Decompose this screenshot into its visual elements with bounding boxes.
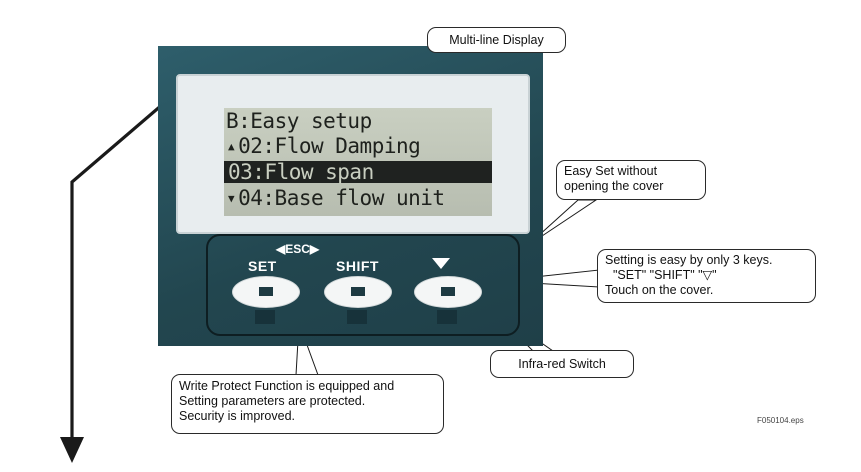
callout-easy-set-line-1: Easy Set without (564, 164, 658, 178)
shift-key-base (347, 310, 367, 324)
callout-write-protect-line-3: Security is improved. (179, 409, 296, 423)
callout-multi-line-display: Multi-line Display (427, 27, 566, 53)
callout-three-keys-line-2: "SET" "SHIFT" "▽" (613, 268, 717, 282)
display-bezel: B:Easy setup ▲02:Flow Damping 03:Flow sp… (176, 74, 530, 234)
callout-write-protect-line-1: Write Protect Function is equipped and (179, 379, 395, 393)
pointer-easy-set-tail (526, 199, 598, 247)
lcd-line-3-highlighted: 03:Flow span (224, 161, 492, 183)
down-arrow-icon (432, 258, 450, 269)
set-key-base (255, 310, 275, 324)
esc-label: ◀ESC▶ (276, 242, 320, 256)
big-arrow-head (60, 437, 84, 463)
instrument-panel: B:Easy setup ▲02:Flow Damping 03:Flow sp… (158, 46, 543, 346)
infra-red-sensor-icon (259, 287, 273, 296)
down-key[interactable] (414, 276, 482, 308)
set-key[interactable] (232, 276, 300, 308)
lcd-line-4: ▼04:Base flow unit (228, 187, 445, 209)
lcd-line-2: ▲02:Flow Damping (228, 134, 421, 158)
file-label: F050104.eps (757, 416, 804, 425)
callout-three-keys-line-1: Setting is easy by only 3 keys. (605, 253, 773, 267)
scroll-down-icon: ▼ (228, 192, 235, 205)
callout-easy-set-line-2: opening the cover (564, 179, 664, 193)
callout-three-keys: Setting is easy by only 3 keys. "SET" "S… (597, 249, 816, 303)
lcd-line-1: B:Easy setup (226, 110, 372, 132)
callout-write-protect-line-2: Setting parameters are protected. (179, 394, 366, 408)
shift-key[interactable] (324, 276, 392, 308)
lcd-line-3-text: 03:Flow span (228, 160, 374, 184)
callout-easy-set: Easy Set without opening the cover (556, 160, 706, 200)
shift-key-label: SHIFT (336, 258, 379, 274)
scroll-up-icon: ▲ (228, 140, 235, 153)
callout-infra-red-switch: Infra-red Switch (490, 350, 634, 378)
lcd-line-2-text: 02:Flow Damping (238, 134, 421, 158)
lcd-display: B:Easy setup ▲02:Flow Damping 03:Flow sp… (224, 108, 492, 216)
set-key-label: SET (248, 258, 277, 274)
callout-three-keys-line-3: Touch on the cover. (605, 283, 714, 297)
keypad-area: ◀ESC▶ SET SHIFT (206, 234, 520, 336)
callout-infra-red-switch-text: Infra-red Switch (518, 357, 606, 371)
infra-red-sensor-icon (441, 287, 455, 296)
callout-write-protect: Write Protect Function is equipped and S… (171, 374, 444, 434)
down-key-base (437, 310, 457, 324)
lcd-line-1-text: B:Easy setup (226, 109, 372, 133)
lcd-line-4-text: 04:Base flow unit (238, 186, 445, 210)
big-arrow-line (70, 102, 165, 440)
callout-multi-line-display-text: Multi-line Display (449, 33, 544, 47)
infra-red-sensor-icon (351, 287, 365, 296)
